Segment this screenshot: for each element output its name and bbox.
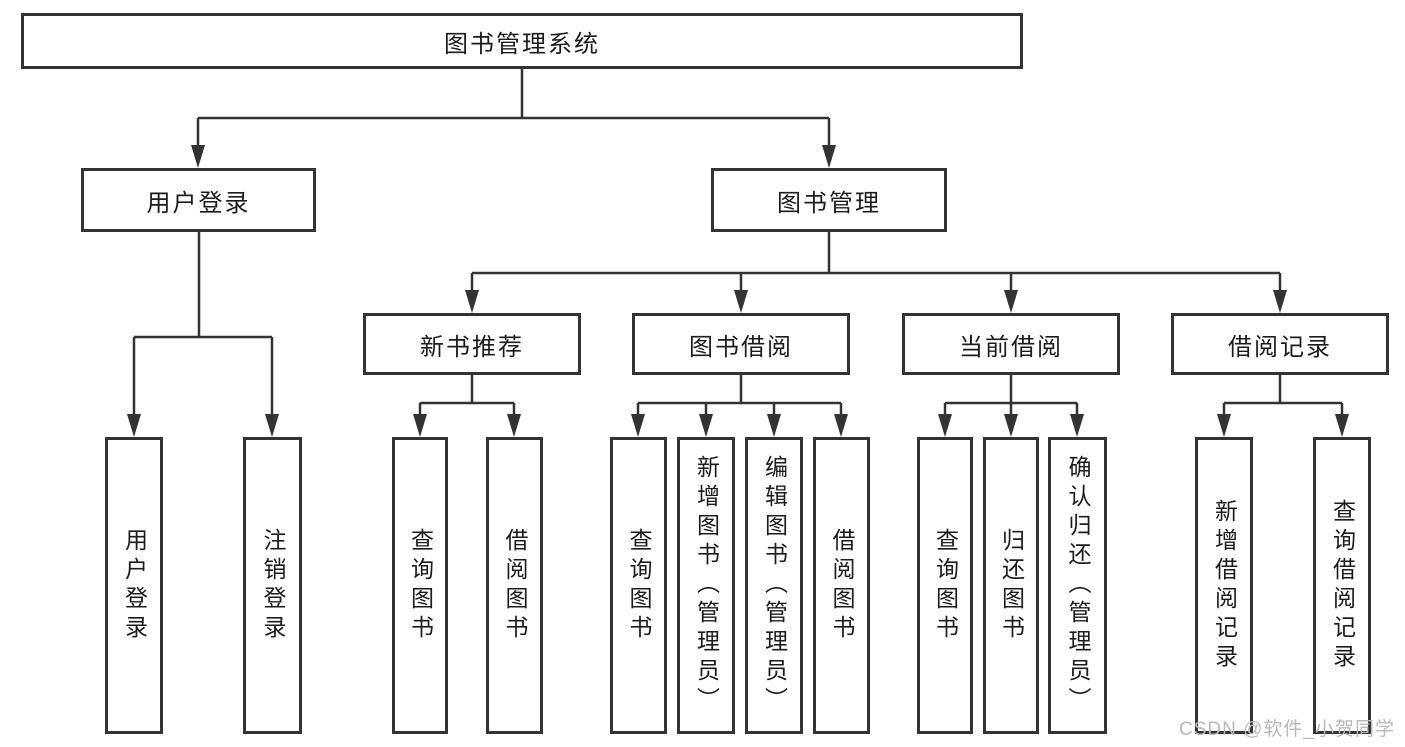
arrowhead	[938, 414, 952, 437]
leaf-label: 借阅图书	[829, 527, 855, 644]
node-label: 图书管理系统	[444, 30, 600, 58]
arrowhead	[1273, 290, 1287, 313]
arrowhead	[465, 290, 479, 313]
node-borrowing-records: 借阅记录	[1171, 313, 1389, 375]
arrowhead	[767, 414, 781, 437]
connector-new-book-children	[418, 375, 516, 419]
connector-root-to-level2	[196, 69, 831, 150]
leaf-return-books: 归还图书	[983, 437, 1039, 734]
node-current-borrowing: 当前借阅	[902, 313, 1120, 375]
leaf-label: 编辑图书（管理员）	[761, 455, 788, 716]
leaf-query-borrow-record: 查询借阅记录	[1313, 437, 1371, 734]
node-label: 图书管理	[777, 189, 881, 217]
watermark: CSDN @软件_小贺同学	[1179, 719, 1395, 740]
arrowhead	[822, 145, 836, 168]
leaf-borrow-books-recommend: 借阅图书	[486, 437, 543, 734]
leaf-logout: 注销登录	[243, 437, 302, 734]
leaf-label: 查询借阅记录	[1329, 498, 1356, 673]
leaf-add-books-admin: 新增图书（管理员）	[677, 437, 735, 734]
node-book-borrowing: 图书借阅	[632, 313, 850, 375]
leaf-add-borrow-record: 新增借阅记录	[1195, 437, 1253, 734]
leaf-label: 借阅图书	[502, 527, 528, 644]
arrowhead	[1335, 414, 1349, 437]
arrowhead	[1004, 290, 1018, 313]
leaf-label: 新增图书（管理员）	[693, 455, 720, 716]
arrowhead	[834, 414, 848, 437]
leaf-confirm-return-admin: 确认归还（管理员）	[1048, 437, 1107, 734]
node-book-management: 图书管理	[711, 168, 947, 232]
arrowhead	[191, 145, 205, 168]
arrowhead	[265, 414, 279, 437]
connector-records-children	[1222, 375, 1344, 419]
arrowhead	[734, 290, 748, 313]
leaf-query-books-current: 查询图书	[917, 437, 973, 734]
arrowhead	[699, 414, 713, 437]
node-label: 用户登录	[146, 189, 251, 217]
node-label: 当前借阅	[959, 333, 1063, 361]
leaf-label: 查询图书	[932, 527, 959, 644]
arrowhead	[507, 414, 521, 437]
node-label: 借阅记录	[1228, 333, 1332, 361]
leaf-query-books-borrow: 查询图书	[610, 437, 667, 734]
leaf-label: 查询图书	[626, 527, 652, 644]
connector-book-mgmt-children	[470, 232, 1282, 295]
leaf-user-login: 用户登录	[105, 437, 163, 734]
node-library-management-system: 图书管理系统	[21, 13, 1023, 69]
connector-current-children	[943, 375, 1079, 419]
leaf-borrow-books: 借阅图书	[813, 437, 870, 734]
leaf-query-books-recommend: 查询图书	[392, 437, 448, 734]
connector-borrow-children	[636, 375, 843, 419]
leaf-label: 确认归还（管理员）	[1065, 455, 1091, 716]
leaf-edit-books-admin: 编辑图书（管理员）	[745, 437, 803, 734]
node-user-login: 用户登录	[81, 168, 316, 232]
leaf-label: 归还图书	[998, 527, 1025, 644]
arrowhead	[1004, 414, 1018, 437]
arrowhead	[1070, 414, 1084, 437]
node-label: 新书推荐	[420, 333, 524, 361]
connector-user-login-children	[132, 232, 274, 419]
leaf-label: 注销登录	[260, 527, 286, 644]
arrowheads	[127, 145, 1349, 437]
node-label: 图书借阅	[689, 333, 793, 361]
leaf-label: 用户登录	[121, 527, 148, 644]
node-new-book-recommendation: 新书推荐	[363, 313, 581, 375]
arrowhead	[413, 414, 427, 437]
arrowhead	[127, 414, 141, 437]
arrowhead	[1217, 414, 1231, 437]
leaf-label: 查询图书	[407, 527, 434, 644]
leaf-label: 新增借阅记录	[1211, 498, 1238, 673]
arrowhead	[631, 414, 645, 437]
